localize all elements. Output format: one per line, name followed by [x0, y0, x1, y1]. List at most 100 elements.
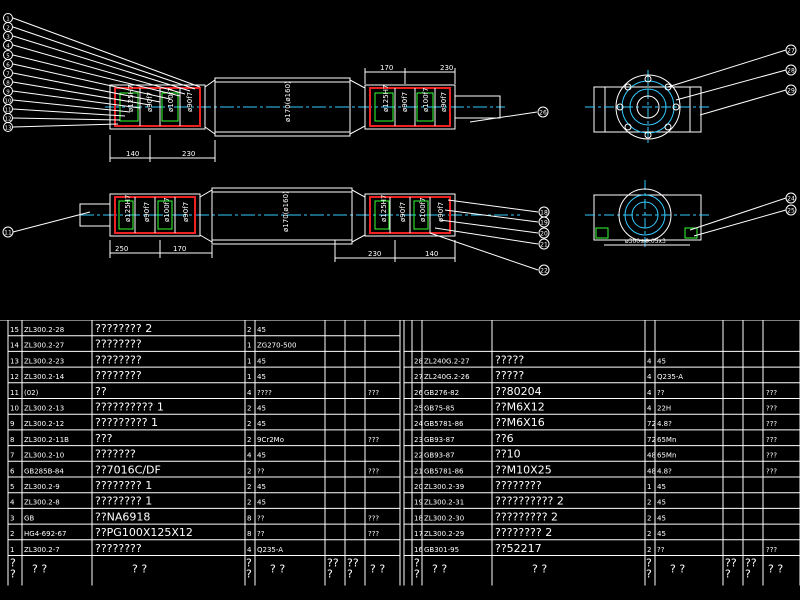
bom-row-no: 9 [10, 420, 14, 428]
bom-row-qty: 2 [647, 499, 651, 507]
balloon [3, 40, 13, 50]
bom-row-no: 18 [414, 514, 423, 522]
bore-label: ø90f7 [182, 202, 190, 222]
bom-row-code: GB93-87 [424, 452, 455, 460]
bom-row-code: ZL240G.2-26 [424, 373, 470, 381]
bom-row-material: 45 [257, 357, 266, 365]
bom-row-name: ??M6X12 [495, 401, 545, 414]
bom-row-qty: 1 [247, 342, 251, 350]
bore-label: ø90f7 [399, 202, 407, 222]
balloon-label: 7 [6, 71, 10, 77]
bom-row-name: ?????????? 1 [95, 401, 164, 414]
balloon-label: 1 [6, 16, 10, 22]
balloon-label: 9 [6, 89, 10, 95]
bom-row-no: 15 [10, 326, 19, 334]
bom-row-qty: 2 [647, 514, 651, 522]
bom-row-code: ZL240G.2-27 [424, 357, 470, 365]
bore-label: ø170(ø160) [282, 191, 290, 232]
balloon-label: 5 [6, 53, 10, 59]
bom-row-qty: 8 [247, 514, 251, 522]
bom-row-qty: 1 [647, 483, 651, 491]
bom-header-qty: ? [646, 557, 652, 570]
bom-row-code: GB93-87 [424, 436, 455, 444]
bom-header-name: ? ? [132, 563, 147, 576]
bom-header-mat: ? ? [270, 563, 285, 576]
bom-header-code: ? ? [32, 563, 47, 576]
balloon-label: 11 [5, 107, 12, 113]
bom-row-material: 22H [657, 405, 671, 413]
bom-row-material: 45 [657, 483, 666, 491]
bom-row-material: 4.8? [657, 467, 672, 475]
bore-label: ø90f7 [401, 92, 409, 112]
bom-row-no: 21 [414, 467, 423, 475]
bom-row-name: ?????????? 2 [495, 495, 564, 508]
bom-header-w2: ? [745, 568, 751, 581]
bom-row-no: 6 [10, 467, 15, 475]
bom-row-material: 4.8? [657, 420, 672, 428]
balloon-label: 4 [6, 43, 10, 49]
bom-row-qty: 2 [247, 483, 251, 491]
bore-label: ø90f7 [146, 92, 154, 112]
bom-row-code: HG4-692-67 [24, 530, 66, 538]
bom-row-note: ??? [368, 389, 379, 397]
balloon-label: 11 [4, 230, 12, 237]
bom-row-code: ZL300.2-28 [24, 326, 64, 334]
bom-row-name: ??52217 [495, 542, 542, 555]
bom-row-no: 7 [10, 452, 14, 460]
bom-header-qty: ? [246, 557, 252, 570]
bom-row-code: ZL300.2-11B [24, 436, 69, 444]
bom-header-no: ? [414, 557, 420, 570]
dimension-label: 230 [440, 64, 453, 72]
bore-label: ø125H7 [382, 85, 390, 112]
bom-row-note: ??? [766, 452, 777, 460]
balloon-label: 28 [787, 68, 795, 75]
bom-row-name: ??80204 [495, 385, 542, 398]
bom-row-qty: 2 [247, 420, 251, 428]
bom-row-name: ??7016C/DF [95, 463, 161, 476]
bom-header-w1: ? [725, 568, 731, 581]
bom-row-material: 45 [257, 420, 266, 428]
bom-row-qty: 2 [247, 499, 251, 507]
bom-row-name: ????? [495, 369, 524, 382]
bom-row-material: 45 [257, 452, 266, 460]
bom-row-no: 19 [414, 499, 423, 507]
end-view-bottom: ø300±0.05x3 24 25 [585, 180, 797, 250]
bom-row-code: ZL300.2-31 [424, 499, 464, 507]
bom-row-qty: 2 [247, 405, 251, 413]
bom-row-no: 12 [10, 373, 19, 381]
dimension-label: 230 [368, 250, 381, 258]
bom-row-code: ZL300.2-30 [424, 514, 464, 522]
bom-header-no: ? [414, 568, 420, 581]
bom-row-no: 23 [414, 436, 423, 444]
bom-row-qty: 2 [647, 546, 651, 554]
dimension-label: 140 [425, 250, 438, 258]
bom-row-no: 16 [414, 546, 423, 554]
balloon-label: 13 [5, 125, 12, 131]
bom-row-qty: 2 [247, 467, 251, 475]
balloon-label: 8 [6, 80, 10, 86]
bom-row-qty: 72 [647, 436, 656, 444]
bom-row-qty: 48 [647, 452, 656, 460]
bom-row-material: 45 [657, 357, 666, 365]
bom-row-qty: 2 [647, 530, 651, 538]
bom-row-name: ??10 [495, 448, 521, 461]
bore-label: ø125H7 [127, 85, 135, 112]
bom-row-note: ??? [368, 514, 379, 522]
bom-header-w1: ?? [725, 557, 737, 570]
bom-row-no: 8 [10, 436, 14, 444]
bom-row-material: ?? [257, 530, 265, 538]
bom-header-note: ? ? [370, 563, 385, 576]
bom-row-name: ???????? [495, 479, 542, 492]
bom-row-code: ZL300.2-29 [424, 530, 464, 538]
bom-row-name: ???????? 2 [95, 322, 152, 335]
bom-row-no: 27 [414, 373, 423, 381]
bom-row-material: ?? [657, 389, 665, 397]
bom-row-material: ?? [657, 546, 665, 554]
bom-header-qty: ? [246, 568, 252, 581]
balloon [3, 122, 13, 132]
bom-header-code: ? ? [432, 563, 447, 576]
bore-label: ø100f7 [163, 197, 171, 222]
bom-header-name: ? ? [532, 563, 547, 576]
balloon-label: 19 [540, 220, 548, 227]
